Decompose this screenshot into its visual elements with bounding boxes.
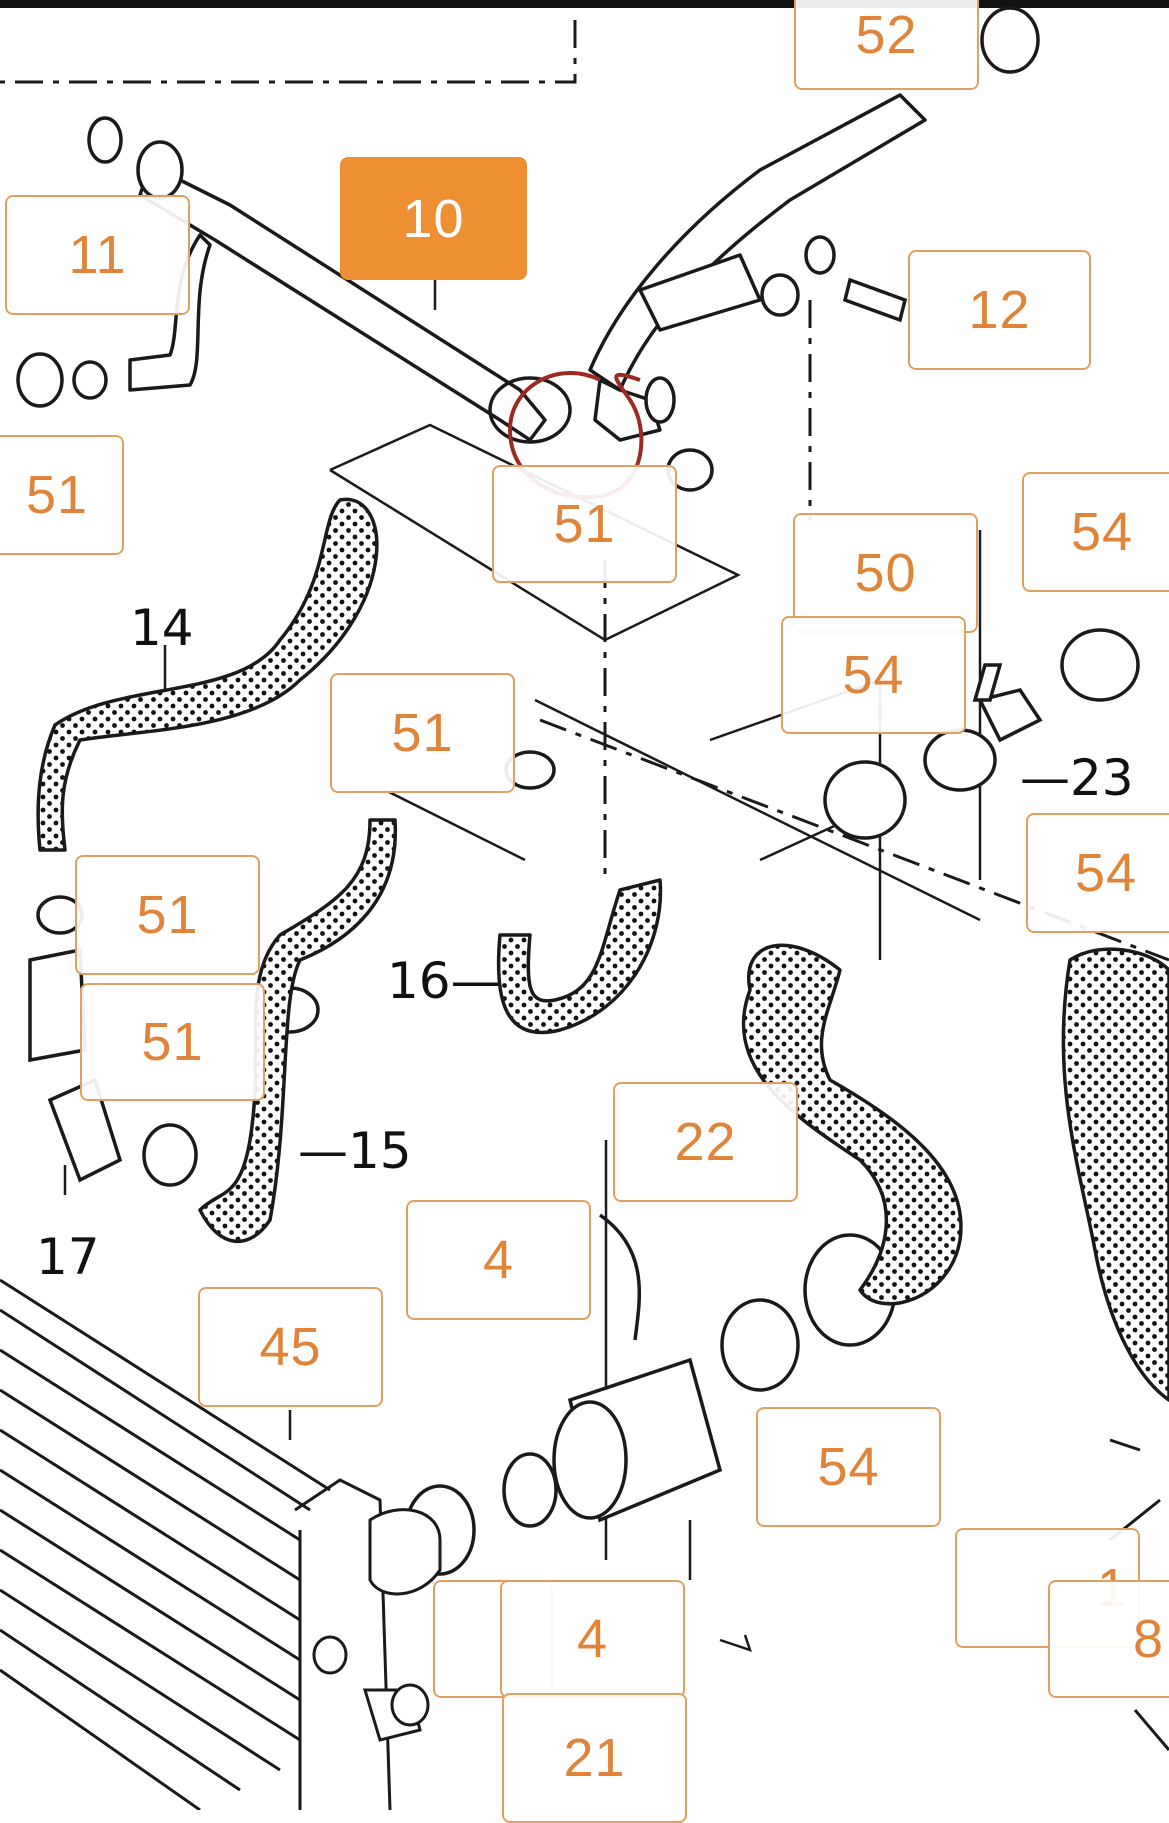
callout-10-selected[interactable]: 10	[340, 157, 527, 280]
part-label-16: 16—	[387, 952, 501, 1010]
leader-lines	[63, 250, 982, 1652]
callout-12[interactable]: 12	[908, 250, 1091, 370]
part-label-17: 17	[36, 1228, 100, 1286]
callout-11[interactable]: 11	[5, 195, 190, 315]
callout-54-bottom[interactable]: 54	[756, 1407, 941, 1527]
callout-51-left-lower[interactable]: 51	[80, 983, 265, 1101]
upper-rigid-pipes	[128, 93, 927, 442]
callout-21[interactable]: 21	[502, 1693, 687, 1823]
top-edge-strip	[0, 0, 1169, 8]
callout-4-upper[interactable]: 4	[406, 1200, 591, 1320]
callout-8[interactable]: 8	[1048, 1580, 1169, 1698]
callout-51-mid[interactable]: 51	[330, 673, 515, 793]
part-label-15: —15	[298, 1122, 412, 1180]
part-label-23: —23	[1020, 749, 1134, 807]
radiator	[0, 1278, 442, 1810]
callout-4-lower[interactable]: 4	[500, 1580, 685, 1698]
callout-51-center[interactable]: 51	[492, 465, 677, 583]
callout-22[interactable]: 22	[613, 1082, 798, 1202]
callout-54-middle[interactable]: 54	[781, 616, 966, 734]
callout-51-left-edge[interactable]: 51	[0, 435, 124, 555]
callout-54-right[interactable]: 54	[1026, 813, 1169, 933]
callout-52[interactable]: 52	[794, 0, 979, 90]
callout-54-upper-right[interactable]: 54	[1022, 472, 1169, 592]
callout-51-left-upper[interactable]: 51	[75, 855, 260, 975]
part-label-14: 14	[130, 599, 194, 657]
dotted-hoses	[36, 497, 1169, 1402]
callout-45[interactable]: 45	[198, 1287, 383, 1407]
callout-50[interactable]: 50	[793, 513, 978, 633]
